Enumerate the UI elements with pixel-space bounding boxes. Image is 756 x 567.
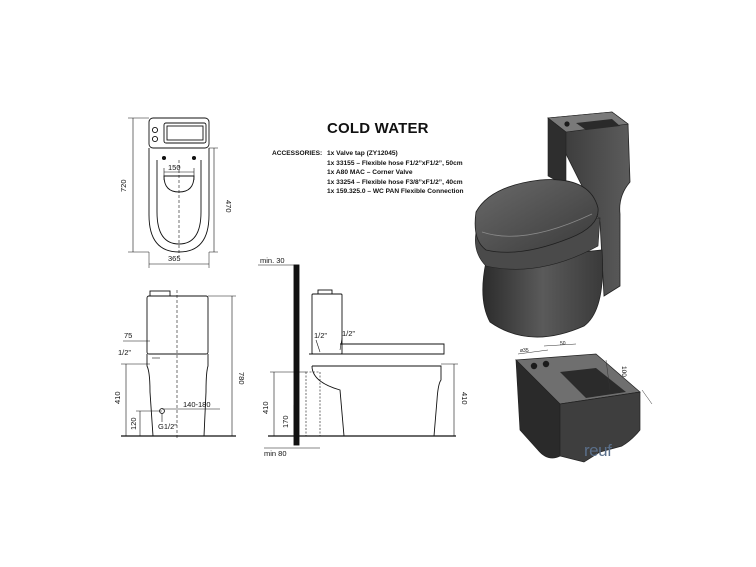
side-view — [258, 264, 458, 449]
accessories-label: ACCESSORIES: — [272, 150, 323, 157]
accessory-item: 1x 33254 – Flexible hose F3/8”xF1/2”, 40… — [327, 178, 463, 186]
front-view — [121, 290, 236, 440]
accessory-item: 1x A80 MAC – Corner Valve — [327, 169, 413, 177]
top-cistern-label: 470 — [224, 200, 233, 213]
side-half-a-label: 1/2” — [314, 331, 327, 340]
side-min30-label: min. 30 — [260, 256, 285, 265]
detail-small-a-label: ø35 — [520, 348, 529, 354]
side-170-label: 170 — [281, 415, 290, 428]
top-width-label: 365 — [168, 254, 181, 263]
side-410-left-label: 410 — [261, 401, 270, 414]
front-g12-label: G1/2” — [158, 422, 177, 431]
accessory-item: 1x 33155 – Flexible hose F1/2”xF1/2”, 50… — [327, 159, 463, 167]
side-410-right-label: 410 — [460, 392, 469, 405]
cistern-detail-render — [515, 343, 653, 463]
accessories-list: 1x Valve tap (ZY12045) 1x 33155 – Flexib… — [327, 149, 527, 197]
side-half-b-label: 1/2” — [342, 329, 355, 338]
page-title: COLD WATER — [327, 120, 429, 137]
toilet-render — [474, 111, 631, 338]
detail-small-b-label: 50 — [560, 341, 566, 347]
detail-100-label: 100 — [620, 366, 627, 377]
front-75-label: 75 — [124, 331, 132, 340]
side-min80-label: min 80 — [264, 449, 287, 458]
front-120-label: 120 — [129, 417, 138, 430]
top-depth-label: 720 — [119, 179, 128, 192]
top-spacing-label: 150 — [168, 163, 181, 172]
front-410-label: 410 — [113, 391, 122, 404]
front-half-inch-label: 1/2” — [118, 348, 131, 357]
front-140-180-label: 140-180 — [183, 400, 211, 409]
front-height-label: 780 — [237, 372, 246, 385]
top-view — [128, 117, 218, 268]
accessory-item: 1x Valve tap (ZY12045) — [327, 150, 398, 157]
accessory-item: 1x 159.325.0 – WC PAN Flexible Connectio… — [327, 188, 464, 196]
brand-watermark: reuf — [584, 441, 612, 460]
